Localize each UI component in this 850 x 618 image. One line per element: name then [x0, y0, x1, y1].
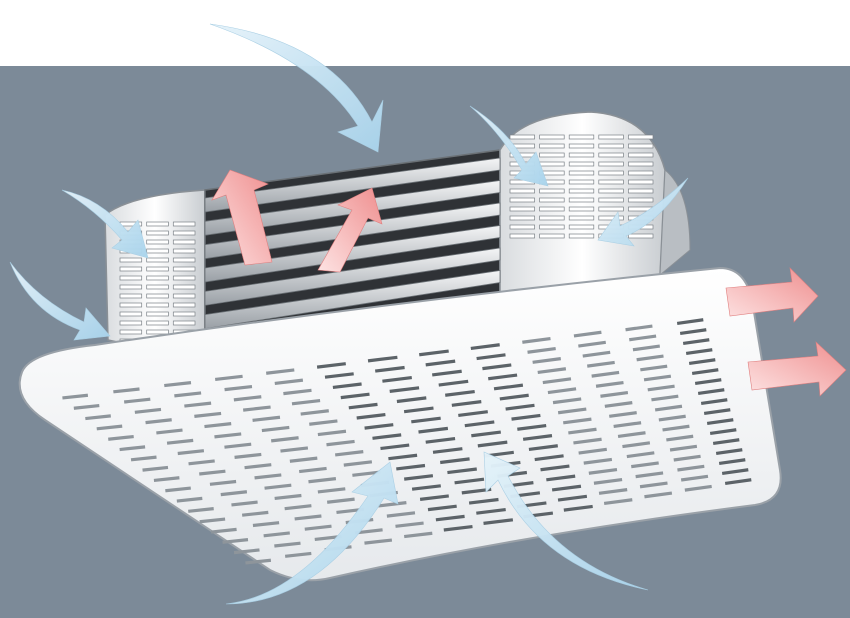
housing-grille-slot	[569, 180, 594, 184]
housing-grille-slot	[628, 180, 653, 184]
housing-grille-slot	[173, 276, 195, 280]
housing-grille-slot	[173, 285, 195, 289]
housing-grille-slot	[120, 267, 142, 271]
housing-grille-slot	[569, 189, 594, 193]
housing-grille-slot	[599, 216, 624, 220]
housing-grille-slot	[147, 249, 169, 253]
housing-grille-slot	[147, 330, 169, 334]
housing-grille-slot	[599, 153, 624, 157]
housing-grille-slot	[120, 321, 142, 325]
housing-grille-slot	[628, 234, 653, 238]
housing-grille-slot	[569, 162, 594, 166]
housing-grille-slot	[569, 153, 594, 157]
housing-grille-slot	[173, 303, 195, 307]
housing-grille-slot	[147, 276, 169, 280]
housing-grille-slot	[173, 294, 195, 298]
housing-grille-slot	[540, 207, 565, 211]
housing-grille-slot	[147, 312, 169, 316]
housing-grille-slot	[569, 171, 594, 175]
housing-grille-slot	[569, 198, 594, 202]
housing-grille-slot	[173, 249, 195, 253]
housing-grille-slot	[173, 240, 195, 244]
housing-grille-slot	[147, 240, 169, 244]
housing-grille-slot	[510, 207, 535, 211]
housing-grille-slot	[147, 285, 169, 289]
housing-grille-slot	[540, 198, 565, 202]
housing-grille-slot	[173, 267, 195, 271]
housing-grille-slot	[147, 321, 169, 325]
housing-grille-slot	[120, 258, 142, 262]
housing-grille-slot	[173, 231, 195, 235]
housing-grille-slot	[173, 312, 195, 316]
housing-grille-slot	[628, 189, 653, 193]
housing-grille-slot	[599, 162, 624, 166]
housing-grille-slot	[120, 312, 142, 316]
housing-grille-slot	[540, 234, 565, 238]
housing-grille-slot	[540, 153, 565, 157]
housing-grille-slot	[599, 198, 624, 202]
housing-grille-slot	[510, 198, 535, 202]
housing-grille-slot	[173, 321, 195, 325]
housing-grille-slot	[510, 234, 535, 238]
housing-grille-slot	[628, 135, 653, 139]
housing-grille-slot	[540, 162, 565, 166]
housing-grille-slot	[569, 135, 594, 139]
housing-grille-slot	[569, 144, 594, 148]
housing-grille-slot	[569, 225, 594, 229]
housing-grille-slot	[628, 162, 653, 166]
housing-grille-slot	[599, 144, 624, 148]
housing-grille-slot	[628, 198, 653, 202]
housing-grille-slot	[120, 330, 142, 334]
housing-grille-slot	[628, 144, 653, 148]
housing-grille-slot	[599, 171, 624, 175]
housing-grille-slot	[147, 231, 169, 235]
housing-grille-slot	[569, 216, 594, 220]
housing-grille-slot	[147, 303, 169, 307]
housing-grille-slot	[599, 189, 624, 193]
housing-right-side	[500, 112, 665, 300]
housing-grille-slot	[540, 189, 565, 193]
housing-grille-slot	[120, 303, 142, 307]
housing-grille-slot	[120, 294, 142, 298]
housing-grille-slot	[510, 216, 535, 220]
housing-grille-slot	[510, 225, 535, 229]
housing-grille-slot	[599, 135, 624, 139]
housing-grille-slot	[147, 258, 169, 262]
housing-grille-slot	[120, 276, 142, 280]
housing-grille-slot	[510, 189, 535, 193]
housing-grille-slot	[569, 234, 594, 238]
housing-grille-slot	[628, 153, 653, 157]
housing-grille-slot	[147, 294, 169, 298]
housing-grille-slot	[173, 258, 195, 262]
housing-grille-slot	[569, 207, 594, 211]
housing-grille-slot	[120, 285, 142, 289]
housing-grille-slot	[599, 207, 624, 211]
housing-grille-slot	[628, 171, 653, 175]
housing-grille-slot	[540, 225, 565, 229]
housing-grille-slot	[147, 267, 169, 271]
housing-grille-slot	[540, 144, 565, 148]
housing-grille-slot	[599, 180, 624, 184]
housing-grille-slot	[540, 216, 565, 220]
housing-grille-slot	[147, 222, 169, 226]
housing-grille-slot	[173, 222, 195, 226]
housing-grille-slot	[540, 135, 565, 139]
housing-grille-slot	[510, 135, 535, 139]
